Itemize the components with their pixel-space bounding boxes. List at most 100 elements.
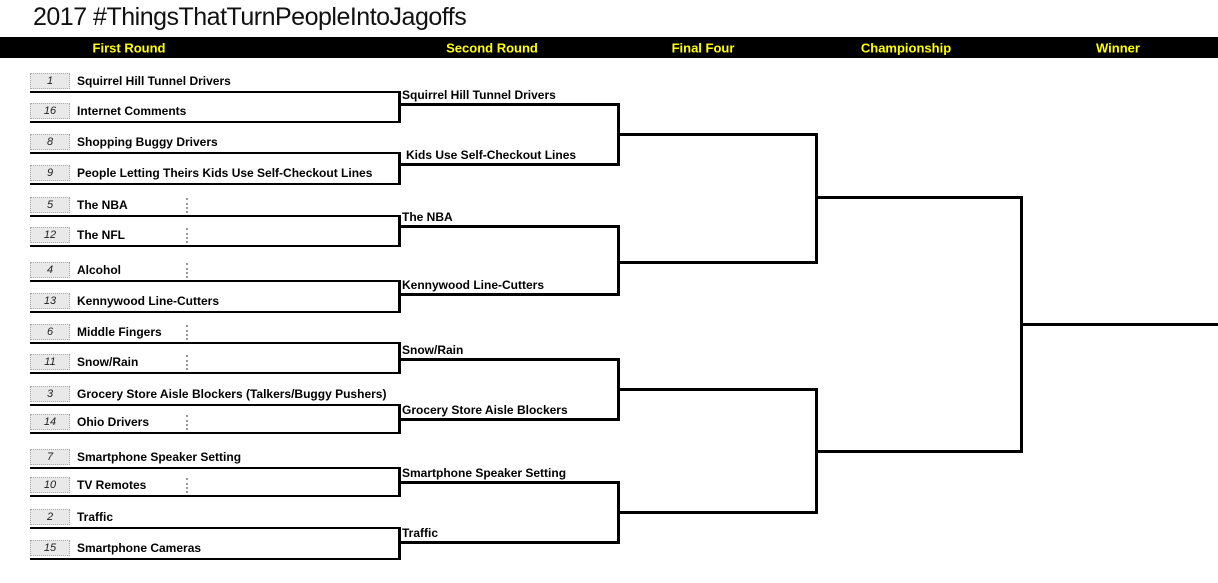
first-round-entry: 4 Alcohol: [30, 261, 121, 279]
bracket-line: [30, 183, 401, 185]
connector-line: [617, 225, 620, 296]
entry-name: Alcohol: [77, 263, 121, 277]
connector-line: [398, 280, 401, 313]
bracket-line: [30, 121, 401, 123]
entry-name: The NFL: [77, 228, 125, 242]
dotted-gridline: [186, 198, 188, 213]
connector-line: [398, 91, 401, 123]
bracket-line: [30, 152, 401, 154]
bracket-line: [400, 541, 620, 544]
second-round-entry: The NBA: [402, 210, 453, 224]
first-round-entry: 9 People Letting Theirs Kids Use Self-Che…: [30, 164, 372, 182]
bracket-line: [30, 432, 401, 434]
entry-name: People Letting Theirs Kids Use Self-Chec…: [77, 166, 373, 180]
first-round-entry: 1 Squirrel Hill Tunnel Drivers: [30, 72, 231, 90]
connector-line: [398, 342, 401, 374]
dotted-gridline: [186, 325, 188, 340]
entry-name: Smartphone Cameras: [77, 541, 202, 555]
seed-badge: 15: [30, 540, 70, 556]
first-round-entry: 10 TV Remotes: [30, 476, 146, 494]
entry-name: Grocery Store Aisle Blockers (Talkers/Bu…: [77, 387, 387, 401]
bracket-line: [815, 196, 1023, 199]
second-round-entry: Kids Use Self-Checkout Lines: [406, 148, 577, 162]
first-round-entry: 12 The NFL: [30, 226, 125, 244]
bracket-line: [30, 91, 401, 93]
entry-name: The NBA: [77, 198, 128, 212]
first-round-entry: 7 Smartphone Speaker Setting: [30, 448, 241, 466]
seed-badge: 8: [30, 134, 70, 150]
bracket-line: [617, 133, 818, 136]
first-round-entry: 3 Grocery Store Aisle Blockers (Talkers/B…: [30, 385, 386, 403]
first-round-entry: 16 Internet Comments: [30, 102, 186, 120]
dotted-gridline: [186, 355, 188, 370]
seed-badge: 9: [30, 165, 70, 181]
bracket-line: [30, 404, 401, 406]
entry-name: Kennywood Line-Cutters: [77, 294, 220, 308]
entry-name: TV Remotes: [77, 478, 147, 492]
seed-badge: 7: [30, 449, 70, 465]
bracket-line: [400, 481, 620, 484]
bracket-line: [30, 558, 401, 560]
bracket-line: [400, 163, 620, 166]
bracket-line: [30, 311, 401, 313]
seed-badge: 4: [30, 262, 70, 278]
entry-name: Squirrel Hill Tunnel Drivers: [77, 74, 231, 88]
bracket-line: [30, 467, 401, 469]
entry-name: Snow/Rain: [77, 355, 139, 369]
bracket-line: [400, 358, 620, 361]
winner-line: [1020, 323, 1218, 326]
second-round-entry: Grocery Store Aisle Blockers: [402, 403, 568, 417]
page-title: 2017 #ThingsThatTurnPeopleIntoJagoffs: [33, 3, 467, 31]
dotted-gridline: [186, 263, 188, 278]
first-round-entry: 14 Ohio Drivers: [30, 413, 149, 431]
connector-line: [398, 152, 401, 185]
first-round-entry: 2 Traffic: [30, 508, 113, 526]
entry-name: Smartphone Speaker Setting: [77, 450, 242, 464]
bracket-line: [400, 225, 620, 228]
connector-line: [398, 527, 401, 560]
seed-badge: 1: [30, 73, 70, 89]
round-header-bar: First Round Second Round Final Four Cham…: [0, 37, 1218, 58]
bracket-line: [400, 103, 620, 106]
dotted-gridline: [186, 415, 188, 430]
second-round-entry: Squirrel Hill Tunnel Drivers: [402, 88, 556, 102]
seed-badge: 6: [30, 324, 70, 340]
header-first-round: First Round: [92, 40, 166, 55]
seed-badge: 5: [30, 197, 70, 213]
bracket-line: [400, 293, 620, 296]
seed-badge: 3: [30, 386, 70, 402]
header-championship: Championship: [860, 40, 952, 55]
bracket-line: [617, 261, 818, 264]
dotted-gridline: [186, 228, 188, 243]
bracket-line: [815, 450, 1023, 453]
second-round-entry: Traffic: [402, 526, 439, 540]
seed-badge: 16: [30, 103, 70, 119]
connector-line: [398, 467, 401, 497]
entry-name: Internet Comments: [77, 104, 187, 118]
seed-badge: 2: [30, 509, 70, 525]
first-round-entry: 6 Middle Fingers: [30, 323, 162, 341]
dotted-gridline: [186, 478, 188, 493]
first-round-entry: 15 Smartphone Cameras: [30, 539, 201, 557]
seed-badge: 14: [30, 414, 70, 430]
seed-badge: 12: [30, 227, 70, 243]
bracket-line: [30, 342, 401, 344]
entry-name: Traffic: [77, 510, 114, 524]
first-round-entry: 11 Snow/Rain: [30, 353, 138, 371]
seed-badge: 10: [30, 477, 70, 493]
connector-line: [398, 404, 401, 434]
connector-line: [398, 215, 401, 247]
header-final-four: Final Four: [671, 40, 735, 55]
bracket-line: [30, 245, 401, 247]
entry-name: Ohio Drivers: [77, 415, 150, 429]
bracket-line: [617, 511, 818, 514]
header-second-round: Second Round: [446, 40, 538, 55]
bracket-line: [30, 372, 401, 374]
bracket-line: [30, 280, 401, 282]
bracket-line: [617, 388, 818, 391]
seed-badge: 11: [30, 354, 70, 370]
entry-name: Middle Fingers: [77, 325, 162, 339]
